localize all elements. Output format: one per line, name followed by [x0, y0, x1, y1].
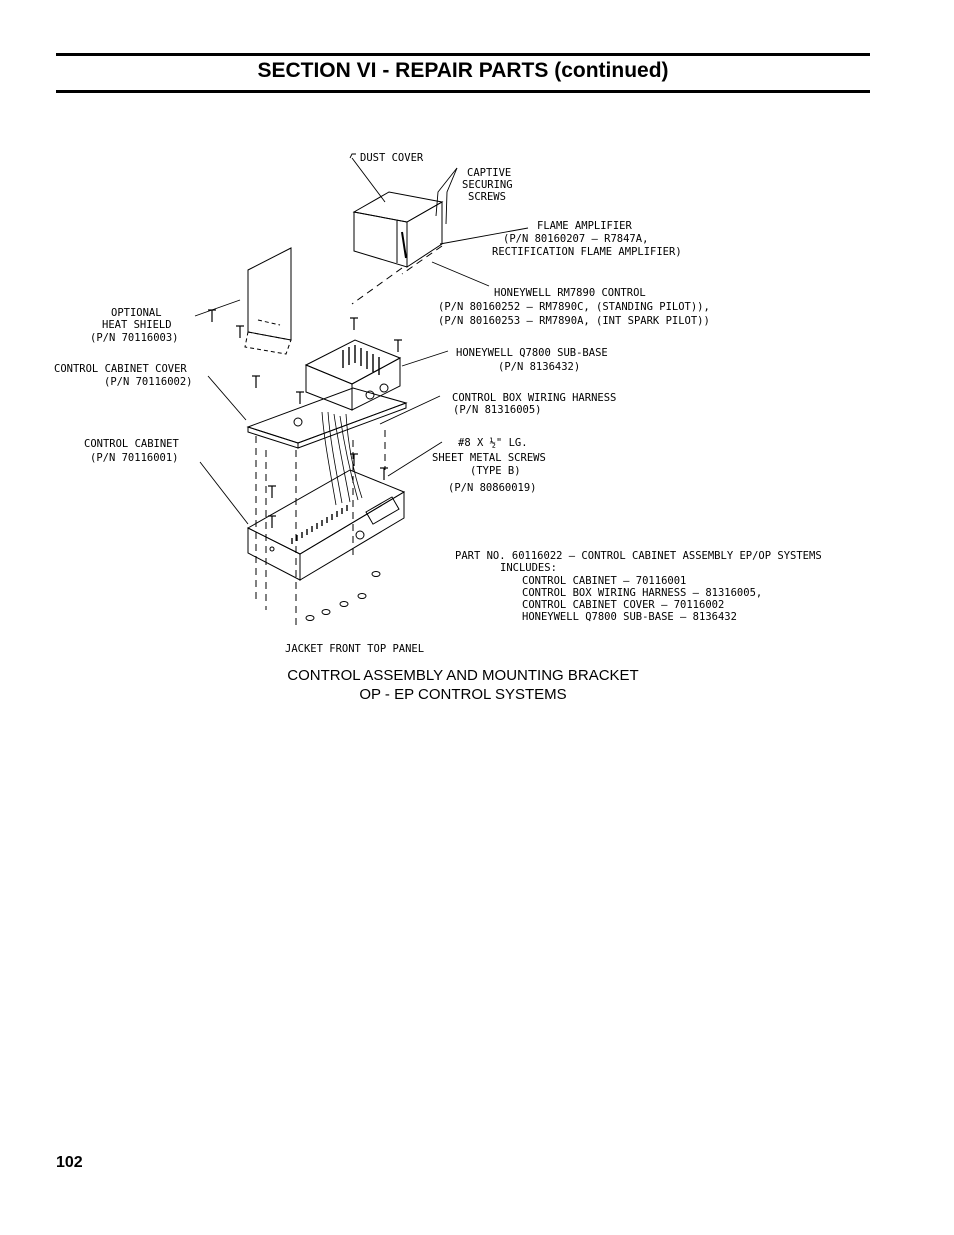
label-screw-2: SHEET METAL SCREWS — [432, 452, 546, 464]
label-amp-1: FLAME AMPLIFIER — [537, 220, 633, 232]
wiring-harness-drawing — [321, 411, 363, 506]
page-title: SECTION VI - REPAIR PARTS (continued) — [257, 59, 669, 82]
label-screw-3: (TYPE B) — [470, 465, 521, 477]
label-part-6: HONEYWELL Q7800 SUB-BASE – 8136432 — [522, 611, 737, 623]
page-number: 102 — [56, 1154, 83, 1171]
control-cabinet-drawing — [246, 469, 406, 581]
label-screw-1: #8 X ½" LG. — [458, 437, 528, 449]
label-dust-cover: DUST COVER — [360, 152, 424, 164]
label-amp-3: RECTIFICATION FLAME AMPLIFIER) — [492, 246, 682, 258]
exploded-assembly-diagram: DUST COVER CAPTIVE SECURING SCREWS FLAME… — [54, 152, 822, 655]
label-harness-1: CONTROL BOX WIRING HARNESS — [452, 392, 616, 404]
screws-drawing — [208, 309, 402, 528]
label-jacket: JACKET FRONT TOP PANEL — [285, 643, 424, 655]
label-shield-3: (P/N 70116003) — [90, 332, 179, 344]
label-cabinet-2: (P/N 70116001) — [90, 452, 179, 464]
label-ctrl-3: (P/N 80160253 – RM7890A, (INT SPARK PILO… — [438, 315, 710, 327]
label-captive-3: SCREWS — [468, 191, 506, 203]
heat-shield-drawing — [244, 247, 292, 355]
label-subbase-2: (P/N 8136432) — [498, 361, 580, 373]
subbase-drawing — [304, 339, 402, 411]
label-captive-2: SECURING — [462, 179, 513, 191]
label-captive-1: CAPTIVE — [467, 167, 511, 179]
label-ctrl-2: (P/N 80160252 – RM7890C, (STANDING PILOT… — [438, 301, 710, 313]
figure-caption-line-2: OP - EP CONTROL SYSTEMS — [359, 686, 567, 703]
leader-lines — [194, 153, 529, 525]
label-harness-2: (P/N 81316005) — [453, 404, 542, 416]
label-cover-1: CONTROL CABINET COVER — [54, 363, 187, 375]
label-screw-4: (P/N 80860019) — [448, 482, 537, 494]
label-amp-2: (P/N 80160207 – R7847A, — [503, 233, 648, 245]
label-shield-2: HEAT SHIELD — [102, 319, 172, 331]
header-top-rule — [56, 53, 870, 56]
jacket-panel-holes — [305, 571, 381, 621]
label-subbase-1: HONEYWELL Q7800 SUB-BASE — [456, 347, 608, 359]
cabinet-cover-drawing — [246, 387, 408, 449]
label-part-5: CONTROL CABINET COVER – 70116002 — [522, 599, 724, 611]
header-bottom-rule — [56, 90, 870, 93]
label-part-2: INCLUDES: — [500, 562, 557, 574]
label-cabinet-1: CONTROL CABINET — [84, 438, 180, 450]
label-ctrl-1: HONEYWELL RM7890 CONTROL — [494, 287, 646, 299]
label-shield-1: OPTIONAL — [111, 307, 162, 319]
assembly-guide-lines — [255, 245, 443, 630]
label-cover-2: (P/N 70116002) — [104, 376, 193, 388]
figure-caption-line-1: CONTROL ASSEMBLY AND MOUNTING BRACKET — [287, 667, 639, 684]
label-part-1: PART NO. 60116022 – CONTROL CABINET ASSE… — [455, 550, 822, 562]
label-part-4: CONTROL BOX WIRING HARNESS – 81316005, — [522, 587, 762, 599]
label-part-3: CONTROL CABINET – 70116001 — [522, 575, 686, 587]
